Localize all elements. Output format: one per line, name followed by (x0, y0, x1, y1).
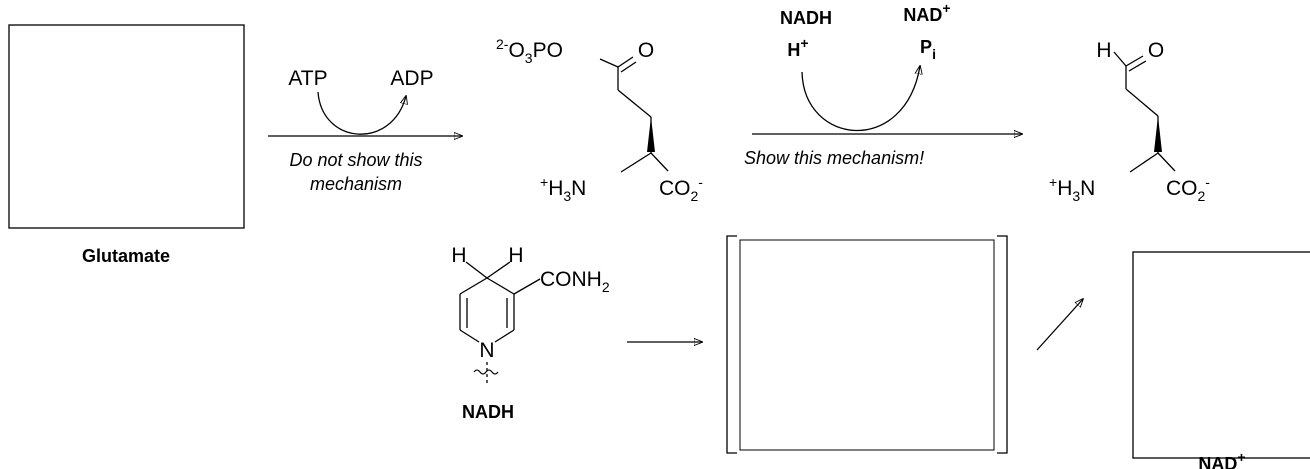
phosphate-product-label: Pi (920, 37, 936, 62)
nad-plus-answer-box[interactable] (1132, 251, 1310, 459)
phosphate-group: 2-O3PO (496, 36, 563, 66)
aldehyde-amine-group: +H3N (1049, 174, 1095, 204)
h-plus-reagent-label: H+ (787, 35, 808, 60)
aldehyde-structure: H O +H3N CO2- (1049, 39, 1210, 204)
glutamate-label: Glutamate (82, 246, 170, 266)
nadh-amide-group: CONH2 (540, 268, 610, 295)
acyl-carboxylate-group: CO2- (659, 174, 703, 204)
nadh-hydrogen-left: H (451, 244, 466, 267)
step1-note-line1: Do not show this (289, 150, 422, 170)
acyl-phosphate-structure: 2-O3PO O +H3N CO2- (496, 36, 703, 204)
nad-plus-label: NAD+ (1198, 449, 1245, 469)
aldehyde-carbonyl-oxygen: O (1148, 39, 1164, 62)
intermediate-right-bracket (997, 235, 1008, 454)
aldehyde-hydrogen: H (1096, 39, 1111, 62)
nad-plus-product-label: NAD+ (903, 0, 950, 25)
step2-note: Show this mechanism! (744, 148, 924, 168)
acyl-amine-group: +H3N (540, 174, 586, 204)
atp-adp-curved-arrow (317, 91, 406, 135)
intermediate-to-nad-arrow (1036, 299, 1083, 351)
nadh-reagent-label: NADH (780, 8, 832, 28)
adp-label: ADP (390, 67, 433, 90)
intermediate-left-bracket (726, 235, 737, 454)
intermediate-answer-area[interactable] (739, 239, 995, 451)
atp-label: ATP (288, 67, 327, 90)
nadh-nad-curved-arrow (801, 66, 920, 132)
nadh-structure: H H N CONH2 NADH (451, 244, 609, 422)
aldehyde-carboxylate-group: CO2- (1166, 174, 1210, 204)
acyl-carbonyl-oxygen: O (638, 39, 654, 62)
nadh-label: NADH (462, 402, 514, 422)
nadh-hydrogen-right: H (508, 244, 523, 267)
nadh-ring-nitrogen: N (479, 339, 494, 362)
step1-note-line2: mechanism (310, 174, 402, 194)
glutamate-answer-box[interactable] (8, 24, 245, 229)
